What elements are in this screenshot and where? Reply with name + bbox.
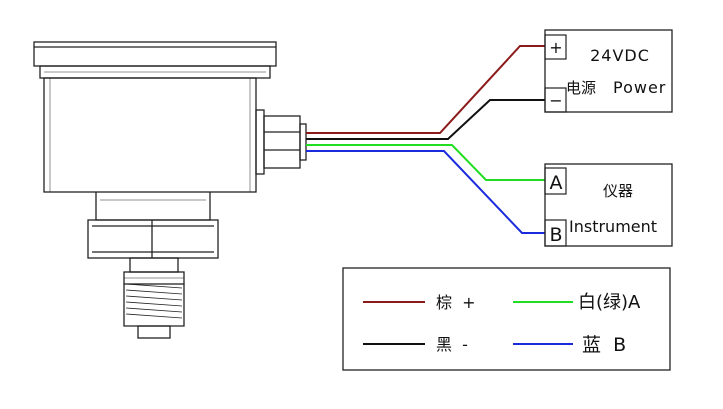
legend-label-black: 黑 - [436,335,468,354]
power-minus-terminal [544,87,567,113]
instrument-label-en: Instrument [569,217,657,236]
terminal-b [544,219,567,247]
power-plus-terminal [544,34,567,60]
wire-blue [306,150,545,234]
terminal-a [544,167,567,195]
legend-label-green: 白(绿)A [578,292,641,313]
wire-green [306,144,545,181]
sensor-housing [43,77,257,193]
legend-label-blue: 蓝 B [582,334,626,356]
legend-box [342,267,671,371]
sensor-tip [137,325,171,339]
power-voltage-label: 24VDC [590,46,650,65]
legend: 棕 + 白(绿)A 黑 - 蓝 B [342,267,671,371]
power-box: + − 24VDC 电源 Power [544,29,673,113]
power-label-en: Power [613,78,666,97]
legend-label-brown: 棕 + [436,293,476,312]
sensor-top-cap [33,41,277,67]
power-label-cn: 电源 [566,79,596,97]
wire-black [306,99,545,140]
power-plus-sign: + [549,38,562,57]
terminal-a-label: A [550,172,563,194]
instrument-box: A B 仪器 Instrument [544,163,673,247]
cable-gland [255,109,265,175]
terminal-b-label: B [549,224,562,246]
sensor-neck [95,192,211,221]
wire-brown [306,45,545,134]
wires [306,45,545,234]
instrument-label-cn: 仪器 [603,182,633,200]
sensor-device [33,41,307,339]
power-minus-sign: − [549,91,562,110]
